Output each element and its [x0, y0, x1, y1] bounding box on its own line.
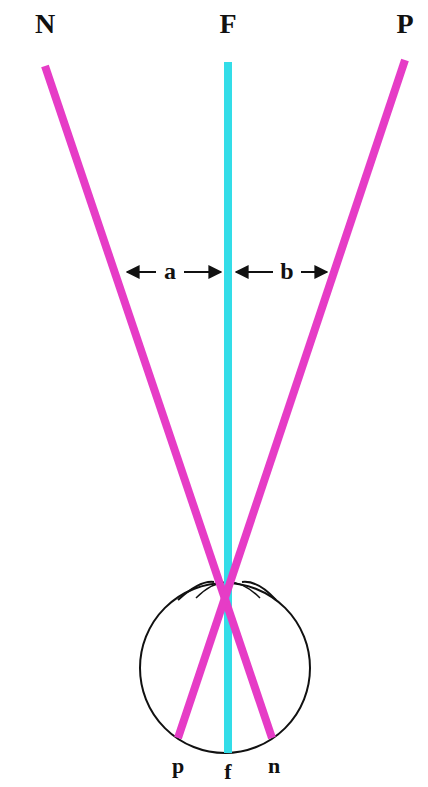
retina-label: n [268, 755, 280, 777]
angle-arrow [127, 271, 156, 273]
nasal-ray [45, 66, 272, 738]
retina-label: p [172, 755, 184, 777]
angle-arrow [301, 271, 327, 273]
point-label: N [35, 10, 55, 38]
angle-arrow [184, 271, 221, 273]
point-label: P [396, 10, 413, 38]
angle-arrow [236, 271, 273, 273]
angle-label: b [280, 259, 293, 283]
fixation-ray [224, 62, 232, 753]
point-label: F [219, 10, 236, 38]
peripheral-ray [178, 60, 405, 738]
angle-label: a [164, 259, 176, 283]
retina-label: f [224, 761, 231, 783]
